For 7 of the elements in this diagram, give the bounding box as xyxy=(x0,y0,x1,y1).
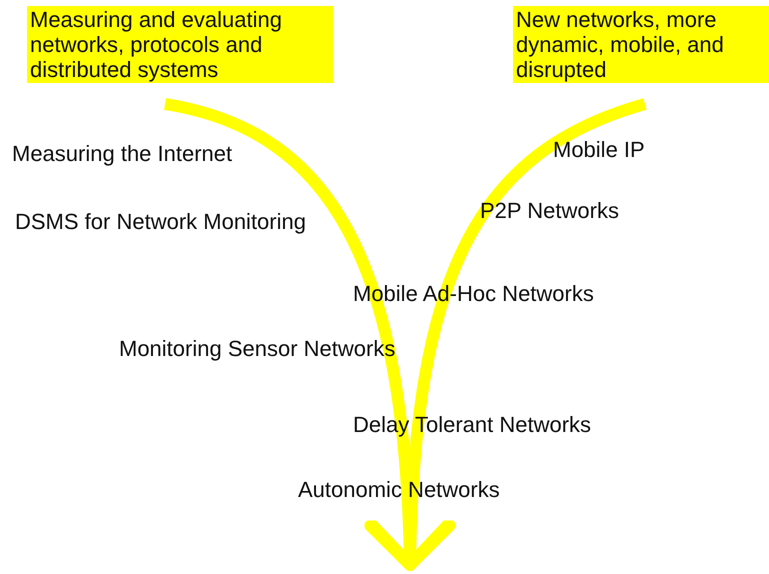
curved-arrow xyxy=(366,98,647,571)
topic-label: Mobile IP xyxy=(553,137,645,163)
heading-box: New networks, more dynamic, mobile, and disrupted xyxy=(513,6,769,83)
topic-label: DSMS for Network Monitoring xyxy=(15,209,306,235)
curved-arrow xyxy=(164,98,454,571)
heading-box: Measuring and evaluating networks, protocols and distributed systems xyxy=(27,6,333,83)
topic-label: Measuring the Internet xyxy=(12,141,232,167)
